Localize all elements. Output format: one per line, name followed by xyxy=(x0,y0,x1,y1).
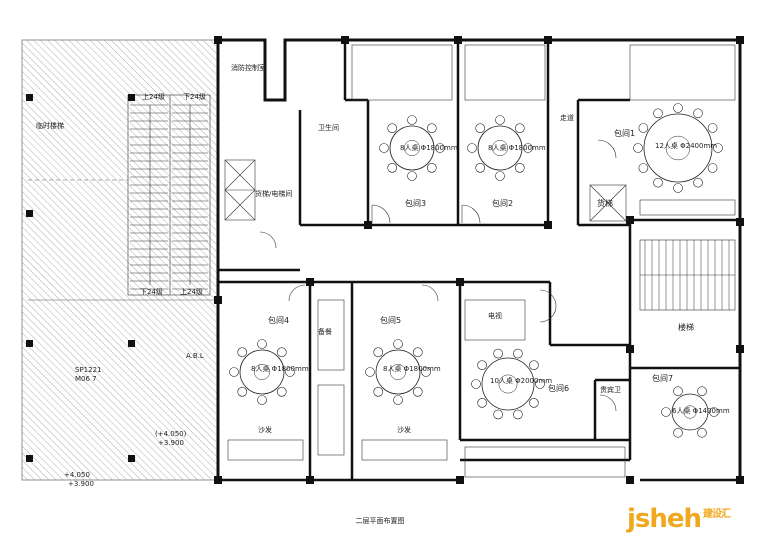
label-stairs-main: 楼梯 xyxy=(678,322,694,332)
label-table7: 6人桌 Φ1400mm xyxy=(672,406,730,415)
label-table4: 8人桌 Φ1800mm xyxy=(251,364,309,373)
label-corridor: 走道 xyxy=(560,113,574,122)
label-table2: 8人桌 Φ1800mm xyxy=(488,143,546,152)
left-staircase xyxy=(127,94,211,296)
watermark-brand: jsheh xyxy=(626,504,702,534)
label-unit-b: M06 7 xyxy=(75,375,97,383)
label-room1: 包间1 xyxy=(614,128,635,138)
label-service: 备餐 xyxy=(318,327,332,336)
label-table6: 10人桌 Φ2000mm xyxy=(490,376,552,385)
label-table5: 8人桌 Φ1800mm xyxy=(383,364,441,373)
label-sofa-4: 沙发 xyxy=(258,425,272,434)
table-room4 xyxy=(229,339,295,405)
label-wc: 卫生间 xyxy=(318,123,339,132)
table-room6 xyxy=(471,348,545,420)
hatched-zone xyxy=(22,40,218,480)
label-lvl1: (+4.050) xyxy=(155,430,187,438)
label-cargo: 货梯 xyxy=(597,198,613,208)
label-tv-6: 电视 xyxy=(488,311,502,320)
columns xyxy=(26,36,744,484)
dining-tables xyxy=(229,103,723,438)
label-room5: 包间5 xyxy=(380,315,401,325)
watermark-tag: 建设汇 xyxy=(703,509,731,520)
label-fire-room: 消防控制室 xyxy=(231,63,266,72)
label-table3: 8人桌 Φ1800mm xyxy=(400,143,458,152)
table-room5 xyxy=(365,339,431,405)
door-swings xyxy=(259,139,617,412)
label-pipe: A.B.L xyxy=(186,352,204,360)
label-lvl4: +3.900 xyxy=(68,480,94,488)
label-room2: 包间2 xyxy=(492,198,513,208)
label-lvl2: +3.900 xyxy=(158,439,184,447)
label-room4: 包间4 xyxy=(268,315,289,325)
label-table1: 12人桌 Φ2400mm xyxy=(655,141,717,150)
label-room6: 包间6 xyxy=(548,383,569,393)
table-room7 xyxy=(661,386,719,438)
table-room3 xyxy=(379,115,445,181)
label-elev-note: 货梯/电梯间 xyxy=(255,189,292,198)
label-stair-left: 临时楼梯 xyxy=(36,121,64,130)
drawing-caption: 二层平面布置图 xyxy=(355,517,405,525)
label-unit-a: SP1221 xyxy=(75,366,101,374)
label-room7: 包间7 xyxy=(652,373,673,383)
label-up24-a: 上24级 xyxy=(142,92,165,101)
plan-labels: 上24级 下24级 下24级 上24级 临时楼梯 消防控制室 货梯/电梯间 SP… xyxy=(36,63,730,488)
label-lvl3: +4.050 xyxy=(64,471,90,479)
label-vip-wc: 贵宾卫 xyxy=(600,385,621,394)
table-room1 xyxy=(633,103,723,193)
label-down24-b: 下24级 xyxy=(140,287,163,296)
label-room3: 包间3 xyxy=(405,198,426,208)
table-room2 xyxy=(467,115,533,181)
label-sofa-5: 沙发 xyxy=(397,425,411,434)
label-down24-a: 下24级 xyxy=(183,92,206,101)
label-up24-b: 上24级 xyxy=(180,287,203,296)
interior-walls xyxy=(218,40,740,482)
